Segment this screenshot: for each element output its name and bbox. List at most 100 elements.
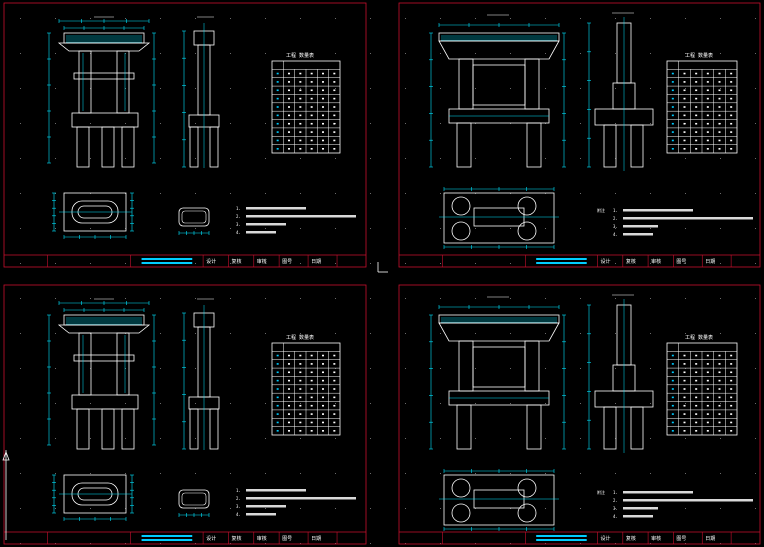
table-cell-mark bbox=[333, 139, 336, 142]
table-cell-mark bbox=[706, 122, 709, 125]
grid-dot bbox=[650, 298, 651, 299]
grid-dot bbox=[195, 193, 196, 194]
title-block-bar bbox=[141, 535, 193, 537]
table-cell-mark bbox=[706, 148, 709, 150]
grid-dot bbox=[615, 263, 616, 264]
grid-dot bbox=[20, 158, 21, 159]
plan-footing bbox=[443, 192, 555, 244]
table-cell-mark bbox=[730, 371, 733, 374]
table-cell-mark bbox=[671, 89, 674, 92]
grid-dot bbox=[20, 53, 21, 54]
table-cell-mark bbox=[718, 413, 721, 415]
pile-right bbox=[121, 126, 135, 168]
grid-dot bbox=[55, 193, 56, 194]
grid-dot bbox=[440, 123, 441, 124]
grid-dot bbox=[650, 18, 651, 19]
grid-dot bbox=[55, 18, 56, 19]
table-cell-mark bbox=[706, 114, 709, 117]
grid-dot bbox=[475, 473, 476, 474]
grid-dot bbox=[55, 473, 56, 474]
table-cell-mark bbox=[322, 148, 324, 150]
table-cell-mark bbox=[288, 421, 290, 424]
grid-dot bbox=[265, 263, 266, 264]
grid-dot bbox=[720, 543, 721, 544]
note-text-line bbox=[246, 489, 306, 492]
grid-dot bbox=[90, 263, 91, 264]
grid-dot bbox=[300, 18, 301, 19]
grid-dot bbox=[510, 18, 511, 19]
table-cell-mark bbox=[671, 379, 674, 382]
grid-dot bbox=[370, 438, 371, 439]
grid-dot bbox=[720, 473, 721, 474]
table-cell-mark bbox=[288, 97, 290, 100]
grid-dot bbox=[230, 18, 231, 19]
side-pile bbox=[630, 124, 644, 168]
grid-dot bbox=[650, 193, 651, 194]
grid-dot bbox=[545, 368, 546, 369]
table-cell-mark bbox=[276, 139, 279, 142]
table-cell-mark bbox=[718, 106, 721, 108]
grid-dot bbox=[475, 18, 476, 19]
grid-dot bbox=[510, 263, 511, 264]
footing bbox=[71, 394, 139, 410]
table-cell-mark bbox=[718, 388, 721, 390]
cap-beam-haunch bbox=[57, 324, 151, 334]
ucs-arrow bbox=[2, 450, 10, 461]
table-cell-mark bbox=[671, 97, 674, 100]
plan-pile bbox=[517, 196, 537, 216]
grid-dot bbox=[405, 368, 406, 369]
grid-dot bbox=[335, 438, 336, 439]
grid-dot bbox=[370, 53, 371, 54]
table-cell-mark bbox=[730, 421, 733, 424]
pile-right bbox=[526, 404, 542, 450]
grid-dot bbox=[230, 333, 231, 334]
table-cell-mark bbox=[718, 72, 721, 75]
grid-dot bbox=[475, 53, 476, 54]
table-cell-mark bbox=[299, 371, 302, 374]
note-3-3: 4. bbox=[613, 514, 618, 519]
grid-dot bbox=[160, 53, 161, 54]
grid-dot bbox=[650, 333, 651, 334]
grid-dot bbox=[720, 88, 721, 89]
grid-dot bbox=[125, 368, 126, 369]
table-cell-mark bbox=[276, 122, 279, 125]
grid-dot bbox=[90, 333, 91, 334]
table-cell-mark bbox=[695, 114, 698, 117]
grid-dot bbox=[90, 543, 91, 544]
table-cell-mark bbox=[706, 421, 709, 424]
grid-dot bbox=[55, 228, 56, 229]
table-cell-mark bbox=[322, 89, 324, 92]
grid-dot bbox=[20, 403, 21, 404]
grid-dot bbox=[20, 263, 21, 264]
table-cell-mark bbox=[695, 430, 698, 432]
grid-dot bbox=[475, 403, 476, 404]
table-cell-mark bbox=[333, 396, 336, 399]
table-cell-mark bbox=[730, 114, 733, 117]
grid-dot bbox=[160, 88, 161, 89]
note-2-0: 1. bbox=[236, 488, 241, 493]
column-right bbox=[116, 50, 130, 114]
note-3-0: 1. bbox=[613, 490, 618, 495]
grid-dot bbox=[615, 298, 616, 299]
grid-dot bbox=[125, 263, 126, 264]
grid-dot bbox=[650, 473, 651, 474]
grid-dot bbox=[230, 508, 231, 509]
grid-dot bbox=[370, 18, 371, 19]
grid-dot bbox=[55, 368, 56, 369]
title-block-check-0: 审核 bbox=[256, 259, 267, 265]
grid-dot bbox=[55, 403, 56, 404]
table-cell-mark bbox=[333, 72, 336, 75]
grid-dot bbox=[55, 53, 56, 54]
note-text-line bbox=[246, 513, 276, 516]
grid-dot bbox=[195, 473, 196, 474]
table-cell-mark bbox=[276, 106, 279, 108]
table-cell-mark bbox=[322, 379, 324, 382]
grid-dot bbox=[545, 438, 546, 439]
grid-dot bbox=[615, 368, 616, 369]
grid-dot bbox=[195, 158, 196, 159]
grid-dot bbox=[685, 228, 686, 229]
grid-dot bbox=[685, 18, 686, 19]
grid-dot bbox=[370, 543, 371, 544]
table-cell-mark bbox=[333, 148, 336, 150]
